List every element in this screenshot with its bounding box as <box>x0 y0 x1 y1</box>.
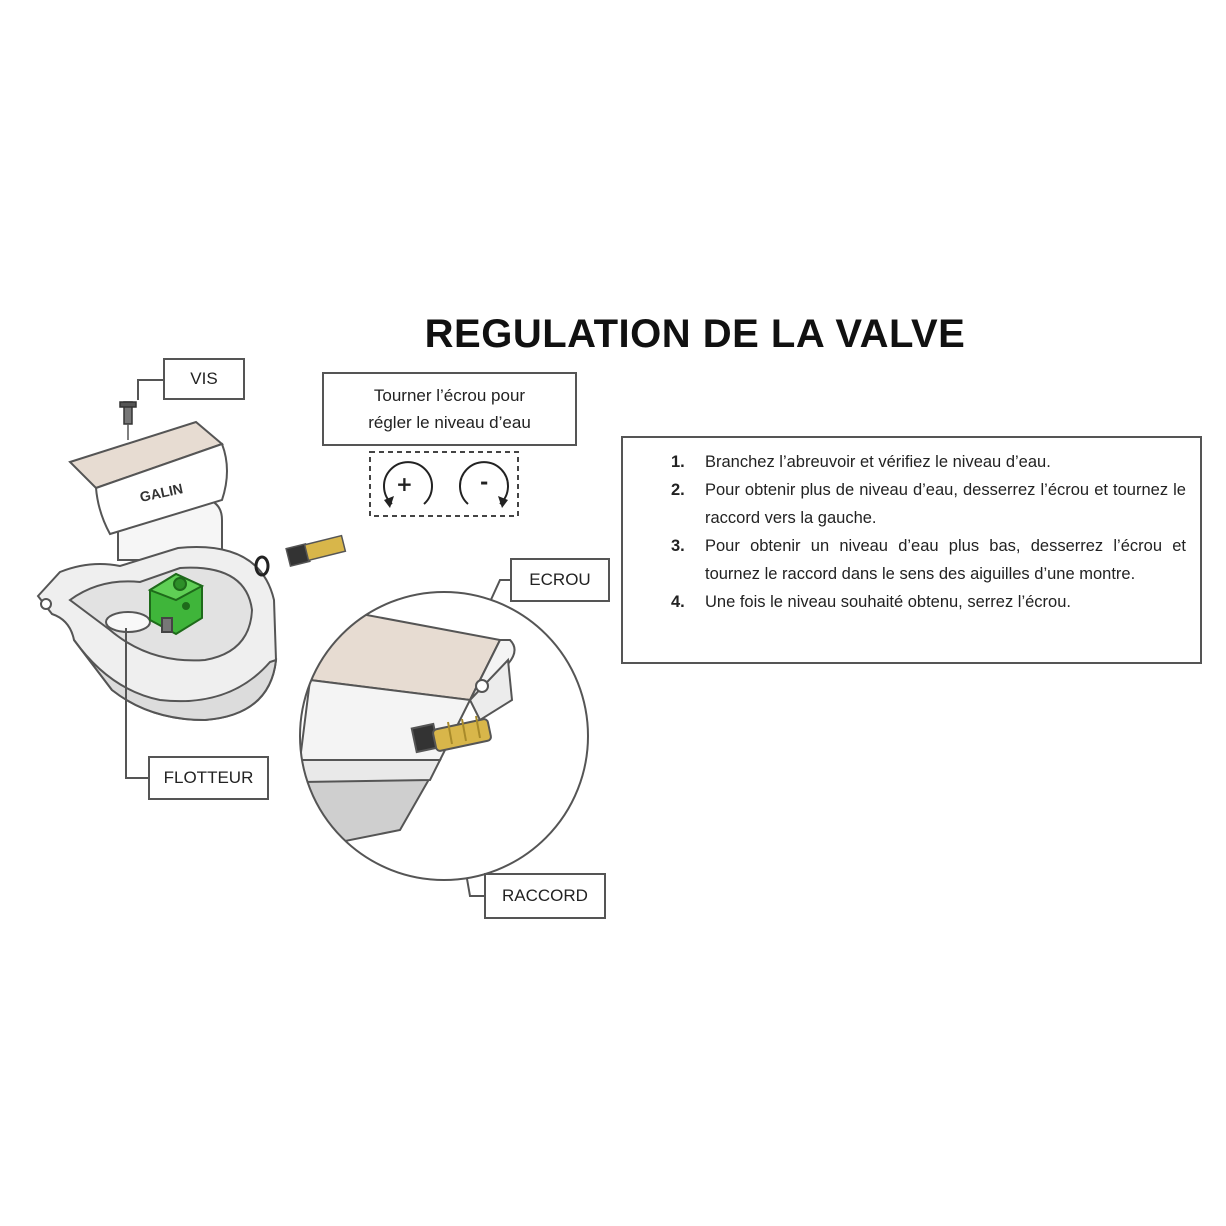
step-number: 1. <box>671 453 685 471</box>
step-item: 3. Pour obtenir un niveau d’eau plus bas,… <box>671 532 1186 588</box>
zoom-detail <box>299 591 589 881</box>
turn-instruction-box: Tourner l’écrou pour régler le niveau d’… <box>322 372 577 446</box>
step-text: Une fois le niveau souhaité obtenu, serr… <box>705 593 1071 611</box>
step-item: 2. Pour obtenir plus de niveau d’eau, des… <box>671 476 1186 532</box>
step-text: Pour obtenir un niveau d’eau plus bas, d… <box>705 537 1186 583</box>
plus-symbol: + <box>396 472 413 496</box>
step-text: Pour obtenir plus de niveau d’eau, desse… <box>705 481 1186 527</box>
minus-symbol: - <box>480 470 489 494</box>
label-ecrou: ECROU <box>510 558 610 602</box>
steps-box: 1. Branchez l’abreuvoir et vérifiez le ni… <box>621 436 1202 664</box>
screw-icon <box>119 401 137 440</box>
lid: GALIN <box>68 420 228 536</box>
turn-line-1: Tourner l’écrou pour <box>373 386 526 405</box>
step-number: 2. <box>671 481 685 499</box>
step-text: Branchez l’abreuvoir et vérifiez le nive… <box>705 453 1051 471</box>
page-title: REGULATION DE LA VALVE <box>424 312 966 356</box>
step-number: 4. <box>671 593 685 611</box>
step-item: 1. Branchez l’abreuvoir et vérifiez le ni… <box>671 448 1186 476</box>
float-icon <box>147 572 205 636</box>
steps-list: 1. Branchez l’abreuvoir et vérifiez le ni… <box>671 448 1186 616</box>
brass-fitting-icon <box>285 534 347 568</box>
label-vis: VIS <box>163 358 245 400</box>
washer-icon <box>254 555 270 577</box>
turn-line-2: régler le niveau d’eau <box>368 413 531 432</box>
step-number: 3. <box>671 537 685 555</box>
label-flotteur: FLOTTEUR <box>148 756 269 800</box>
label-raccord: RACCORD <box>484 873 606 919</box>
step-item: 4. Une fois le niveau souhaité obtenu, se… <box>671 588 1186 616</box>
rotation-box <box>369 451 519 517</box>
